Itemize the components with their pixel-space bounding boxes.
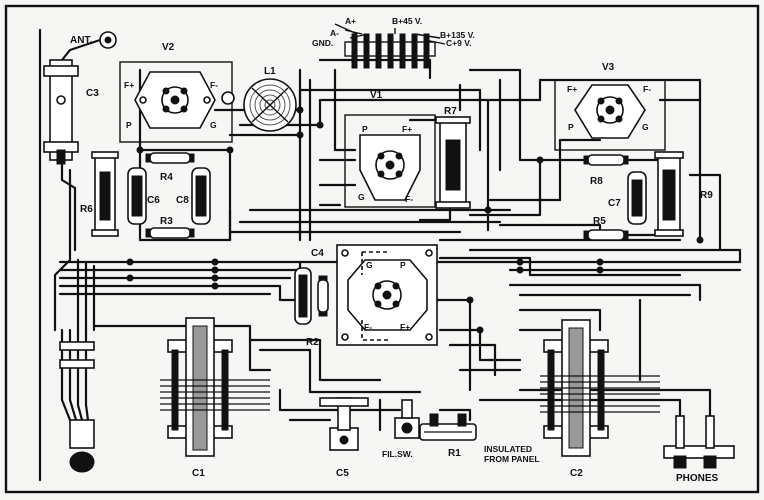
label-c2: C2: [570, 468, 583, 479]
label-c7: C7: [608, 198, 621, 209]
capacitor-c6: [127, 167, 147, 225]
v2-pin-f-plus: F+: [124, 80, 134, 90]
junction-dots: [126, 106, 704, 334]
capacitor-c3: [43, 59, 79, 165]
label-c4: C4: [311, 248, 324, 259]
rheostat-r1: [419, 413, 477, 441]
antenna-terminal: [99, 31, 117, 49]
resistor-r7: [435, 116, 471, 209]
label-r8: R8: [590, 176, 603, 187]
label-r5: R5: [593, 216, 606, 227]
v1-pin-f-plus: F+: [402, 124, 412, 134]
label-ant: ANT.: [70, 35, 92, 46]
resistor-r3: [145, 227, 195, 239]
v2-pin-p: P: [126, 120, 132, 130]
resistor-r8: [583, 154, 629, 166]
v2-pin-g: G: [210, 120, 217, 130]
v1-pin-f-minus: F-: [405, 194, 413, 204]
center-pin-f-plus: F+: [400, 322, 410, 332]
diagram-border: [4, 4, 760, 494]
tube-socket-v1: [344, 114, 436, 208]
variable-capacitor-c1: [160, 317, 270, 457]
resistor-r4: [145, 152, 195, 164]
cable-assembly: [59, 328, 95, 473]
tube-socket-v3: [554, 79, 666, 151]
coil-l1: [221, 78, 297, 132]
label-v3: V3: [602, 62, 615, 73]
label-c1: C1: [192, 468, 205, 479]
label-l1: L1: [264, 66, 276, 77]
label-c3: C3: [86, 88, 99, 99]
label-from-panel: FROM PANEL: [484, 454, 540, 464]
capacitor-c5: [319, 397, 369, 451]
label-r6: R6: [80, 204, 93, 215]
label-r7: R7: [444, 106, 457, 117]
label-v2: V2: [162, 42, 175, 53]
resistor-r5: [583, 229, 629, 241]
label-c8: C8: [176, 195, 189, 206]
resistor-r9: [654, 151, 684, 237]
capacitor-c8: [191, 167, 211, 225]
label-c6: C6: [147, 195, 160, 206]
v1-pin-g: G: [358, 192, 365, 202]
v3-pin-f-plus: F+: [567, 84, 577, 94]
v3-pin-g: G: [642, 122, 649, 132]
label-a-minus: A-: [330, 28, 339, 38]
v3-pin-f-minus: F-: [643, 84, 651, 94]
center-pin-p: P: [400, 260, 406, 270]
center-pin-f-minus: F-: [364, 322, 372, 332]
label-v1: V1: [370, 90, 383, 101]
phones-jack: [663, 415, 735, 469]
label-phones: PHONES: [676, 473, 719, 484]
v1-pin-p: P: [362, 124, 368, 134]
label-r1: R1: [448, 448, 461, 459]
variable-capacitor-c2: [540, 319, 660, 457]
resistor-r6: [91, 151, 119, 237]
capacitor-c7: [627, 171, 647, 225]
tube-socket-center: [336, 244, 438, 346]
label-r3: R3: [160, 216, 173, 227]
label-insulated: INSULATED: [484, 444, 532, 454]
label-r9: R9: [700, 190, 713, 201]
label-r4: R4: [160, 172, 173, 183]
label-b-45v: B+45 V.: [392, 16, 422, 26]
center-pin-g: G: [366, 260, 373, 270]
label-a-plus: A+: [345, 16, 356, 26]
resistor-r2: [317, 275, 329, 317]
label-b-135v: B+135 V.: [440, 30, 475, 40]
label-r2: R2: [306, 337, 319, 348]
label-fil-sw: FIL.SW.: [382, 449, 413, 459]
label-c-9v: C+9 V.: [446, 38, 471, 48]
tube-socket-v2: [119, 61, 233, 143]
label-gnd: GND.: [312, 38, 333, 48]
label-c5: C5: [336, 468, 349, 479]
capacitor-c4: [294, 267, 312, 325]
v3-pin-p: P: [568, 122, 574, 132]
filament-switch: [394, 399, 420, 439]
battery-terminal-strip: [334, 23, 446, 69]
v2-pin-f-minus: F-: [210, 80, 218, 90]
